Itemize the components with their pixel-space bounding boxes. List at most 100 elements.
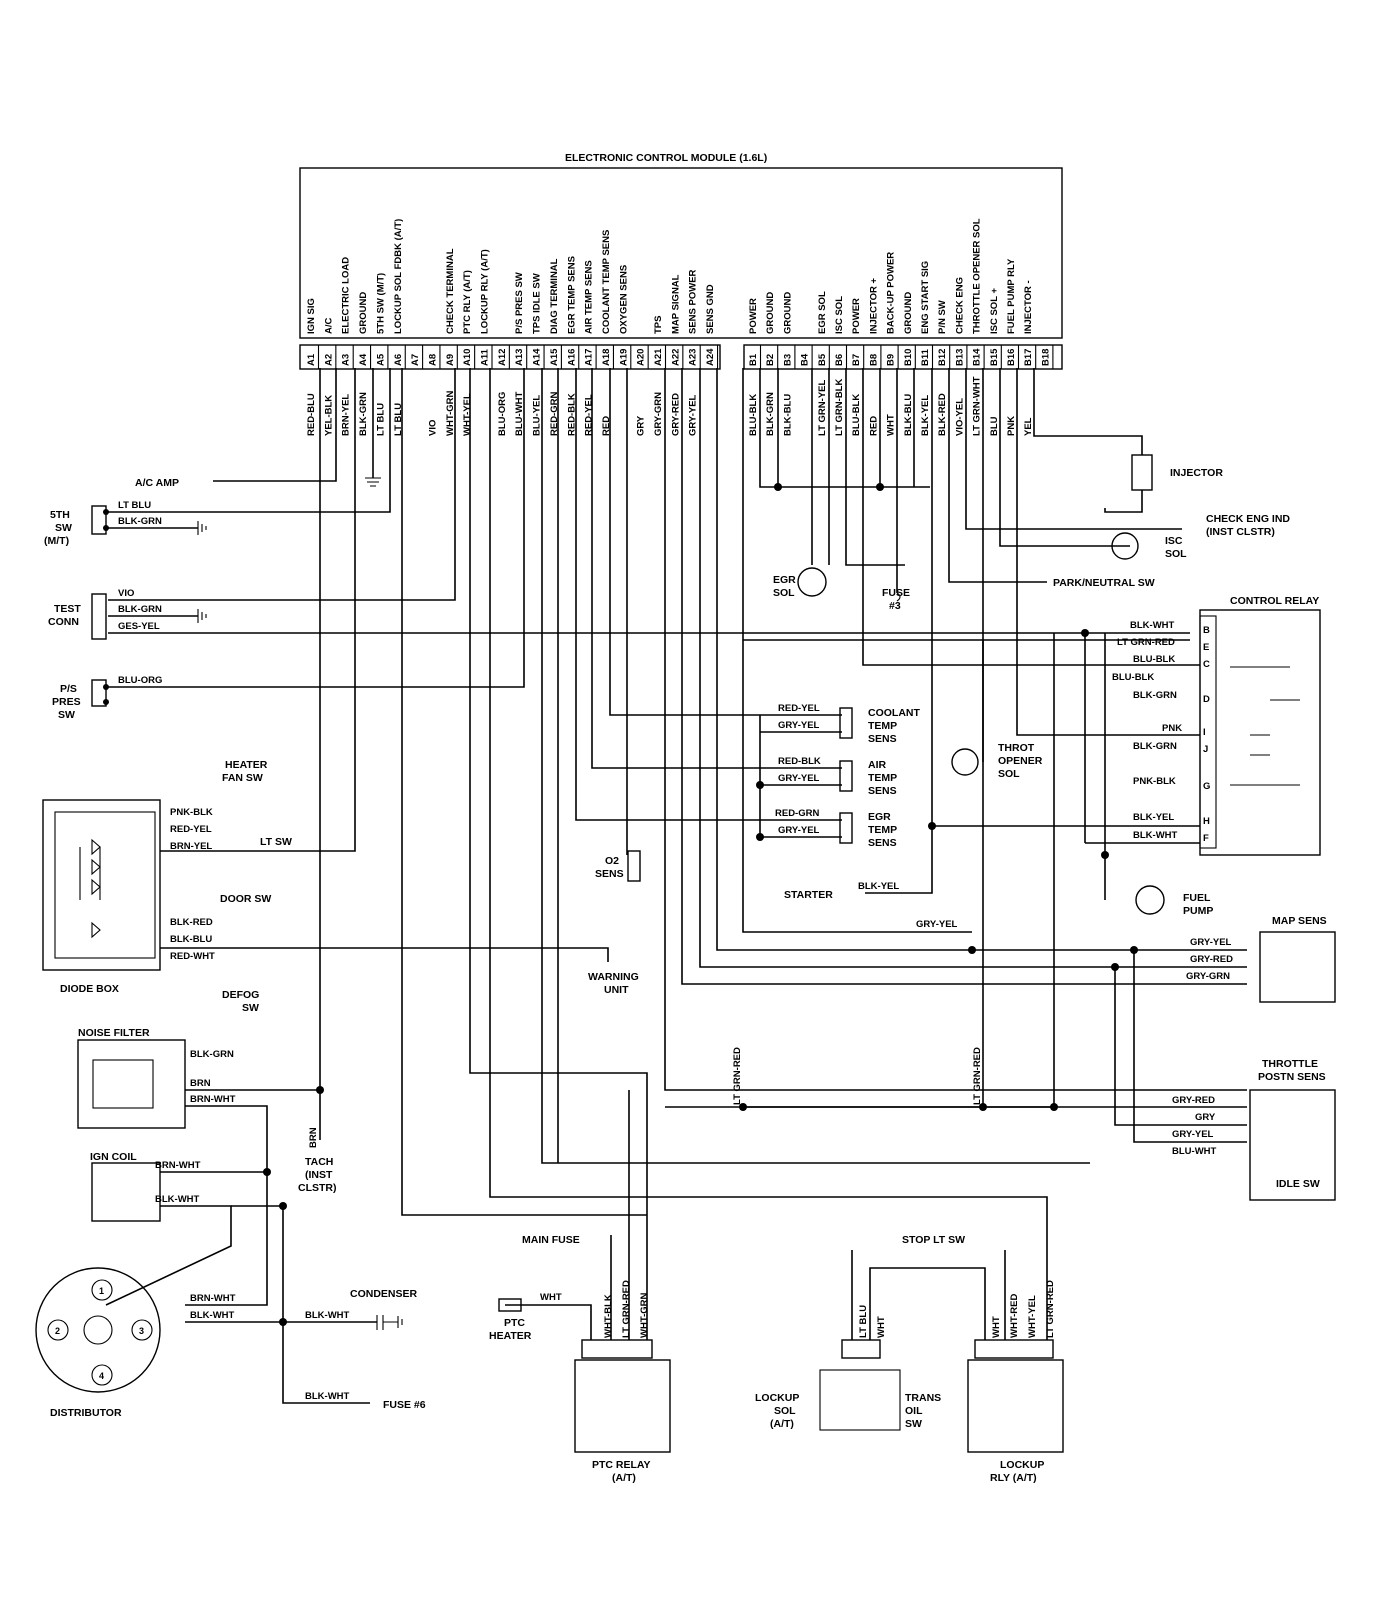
ecm-pin-a1: A1: [306, 353, 317, 366]
ecm-pin-b8: B8: [868, 354, 879, 366]
ecm-function-b13: CHECK ENG: [954, 277, 965, 334]
ecm-pin-a20: A20: [636, 349, 647, 366]
ecm-function-a3: ELECTRIC LOAD: [341, 257, 352, 334]
heater-label-2: FAN SW: [222, 772, 263, 784]
throt-label-1: THROT: [998, 742, 1035, 754]
wire-brnwht: BRN-WHT: [190, 1094, 236, 1105]
ecm-wire-a20: GRY: [636, 415, 647, 436]
egrtemp-label-3: SENS: [868, 837, 897, 849]
ecm-wire-b12: BLK-RED: [937, 393, 948, 436]
ecm-function-a21: TPS: [653, 316, 664, 334]
wire-blkyel-starter: BLK-YEL: [858, 881, 899, 892]
ecm-pin-b2: B2: [765, 354, 776, 366]
coolant-label-1: COOLANT: [868, 707, 920, 719]
ecm-function-a4: GROUND: [358, 292, 369, 334]
ecm-pin-b4: B4: [800, 353, 811, 366]
ecm-wire-a21: GRY-GRN: [653, 392, 664, 436]
map-sens-label: MAP SENS: [1272, 915, 1327, 927]
wire-gesyel: GES-YEL: [118, 621, 160, 632]
wire-vio: VIO: [118, 588, 134, 599]
ptc-relay-label-1: PTC RELAY: [592, 1459, 651, 1471]
defog-label-1: DEFOG: [222, 989, 259, 1001]
components: [35, 454, 1336, 1453]
wire-ltblu: LT BLU: [118, 500, 151, 511]
wire-bluwht-tps: BLU-WHT: [1172, 1146, 1217, 1157]
ecm-pin-a14: A14: [532, 348, 543, 366]
sw5-label-1: 5TH: [50, 509, 70, 521]
ecm-function-a18: COOLANT TEMP SENS: [601, 230, 612, 334]
warning-label-2: UNIT: [604, 984, 629, 996]
ecm-pin-a23: A23: [688, 349, 699, 366]
junction-dots: [263, 483, 1138, 1326]
wire-whtyel-rly: WHT-YEL: [1027, 1295, 1038, 1338]
wire-brn: BRN: [190, 1078, 211, 1089]
wire-ltblu-lockup: LT BLU: [858, 1305, 869, 1338]
ecm-function-b11: ENG START SIG: [920, 261, 931, 334]
lockup-rly-label-2: RLY (A/T): [990, 1472, 1037, 1484]
ecm-function-b7: POWER: [851, 298, 862, 334]
ecm-pin-a13: A13: [514, 349, 525, 366]
relay-pin-e: E: [1203, 642, 1209, 653]
injector-label: INJECTOR: [1170, 467, 1223, 479]
wire-blkgrn-nf: BLK-GRN: [190, 1049, 234, 1060]
relay-pin-h: H: [1203, 816, 1210, 827]
egr-sol-label-1: EGR: [773, 574, 796, 586]
ecm-function-a22: MAP SIGNAL: [670, 274, 681, 334]
egrtemp-label-1: EGR: [868, 811, 891, 823]
ecm-pin-b14: B14: [972, 348, 983, 366]
ecm-title: ELECTRONIC CONTROL MODULE (1.6L): [565, 152, 767, 164]
air-label-2: TEMP: [868, 772, 897, 784]
main-fuse-label: MAIN FUSE: [522, 1234, 580, 1246]
lt-sw-label: LT SW: [260, 836, 292, 848]
ecm-wire-b14: LT GRN-WHT: [972, 376, 983, 436]
ptc-heater-label-1: PTC: [504, 1317, 525, 1329]
ecm-pin-b11: B11: [920, 348, 931, 366]
lockup-sol-label-3: (A/T): [770, 1418, 794, 1430]
ecm-pin-b1: B1: [748, 353, 759, 366]
ecm-pin-a6: A6: [393, 354, 404, 366]
air-label-3: SENS: [868, 785, 897, 797]
wire-gryyel-egr: GRY-YEL: [778, 825, 820, 836]
ecm-wire-b9: WHT: [886, 414, 897, 436]
fuse3-label-1: FUSE: [882, 587, 910, 599]
wire-brnyel: BRN-YEL: [170, 841, 212, 852]
wire-blkblu: BLK-BLU: [170, 934, 212, 945]
ecm-pin-a21: A21: [653, 348, 664, 366]
ecm-wire-a14: BLU-YEL: [532, 395, 543, 436]
ecm-function-b9: BACK-UP POWER: [886, 252, 897, 334]
control-relay-label: CONTROL RELAY: [1230, 595, 1319, 607]
ecm-wire-b6: LT GRN-BLK: [834, 379, 845, 436]
ecm-function-b1: POWER: [748, 298, 759, 334]
tps-label-2: POSTN SENS: [1258, 1071, 1326, 1083]
ecm-function-b12: P/N SW: [937, 300, 948, 334]
dist-terminal-3: 3: [139, 1326, 144, 1336]
ecm-pin-b18: B18: [1040, 349, 1051, 366]
trans-label-1: TRANS: [905, 1392, 941, 1404]
ecm-function-b14: THROTTLE OPENER SOL: [972, 218, 983, 334]
lockup-rly-label-1: LOCKUP: [1000, 1459, 1044, 1471]
wire-cr-blkyel: BLK-YEL: [1133, 812, 1174, 823]
dist-terminal-2: 2: [55, 1326, 60, 1336]
condenser-label: CONDENSER: [350, 1288, 418, 1300]
harness-wires: [105, 368, 1247, 1404]
ecm-pin-a10: A10: [462, 349, 473, 366]
wire-cr-blublk2: BLU-BLK: [1112, 672, 1154, 683]
ecm-wire-a17: RED-YEL: [584, 394, 595, 436]
egr-sol-label-2: SOL: [773, 587, 795, 599]
check-eng-label-1: CHECK ENG IND: [1206, 513, 1290, 525]
ecm-wire-b2: BLK-GRN: [765, 392, 776, 436]
ecm-pin-b15: B15: [989, 348, 1000, 366]
wire-ltgrnred-ptc: LT GRN-RED: [621, 1280, 632, 1338]
ecm-wire-b15: BLU: [989, 416, 1000, 436]
ecm-function-b6: ISC SOL: [834, 296, 845, 334]
relay-pin-d: D: [1203, 694, 1210, 705]
ecm-function-b16: FUEL PUMP RLY: [1006, 258, 1017, 334]
ps-label-2: PRES: [52, 696, 81, 708]
wire-whtblk-ptc: WHT-BLK: [603, 1294, 614, 1338]
ps-label-1: P/S: [60, 683, 77, 695]
ac-amp-label: A/C AMP: [135, 477, 179, 489]
ecm-wire-a16: RED-BLK: [566, 393, 577, 436]
tach-label-2: (INST: [305, 1169, 333, 1181]
ecm-function-b2: GROUND: [765, 292, 776, 334]
